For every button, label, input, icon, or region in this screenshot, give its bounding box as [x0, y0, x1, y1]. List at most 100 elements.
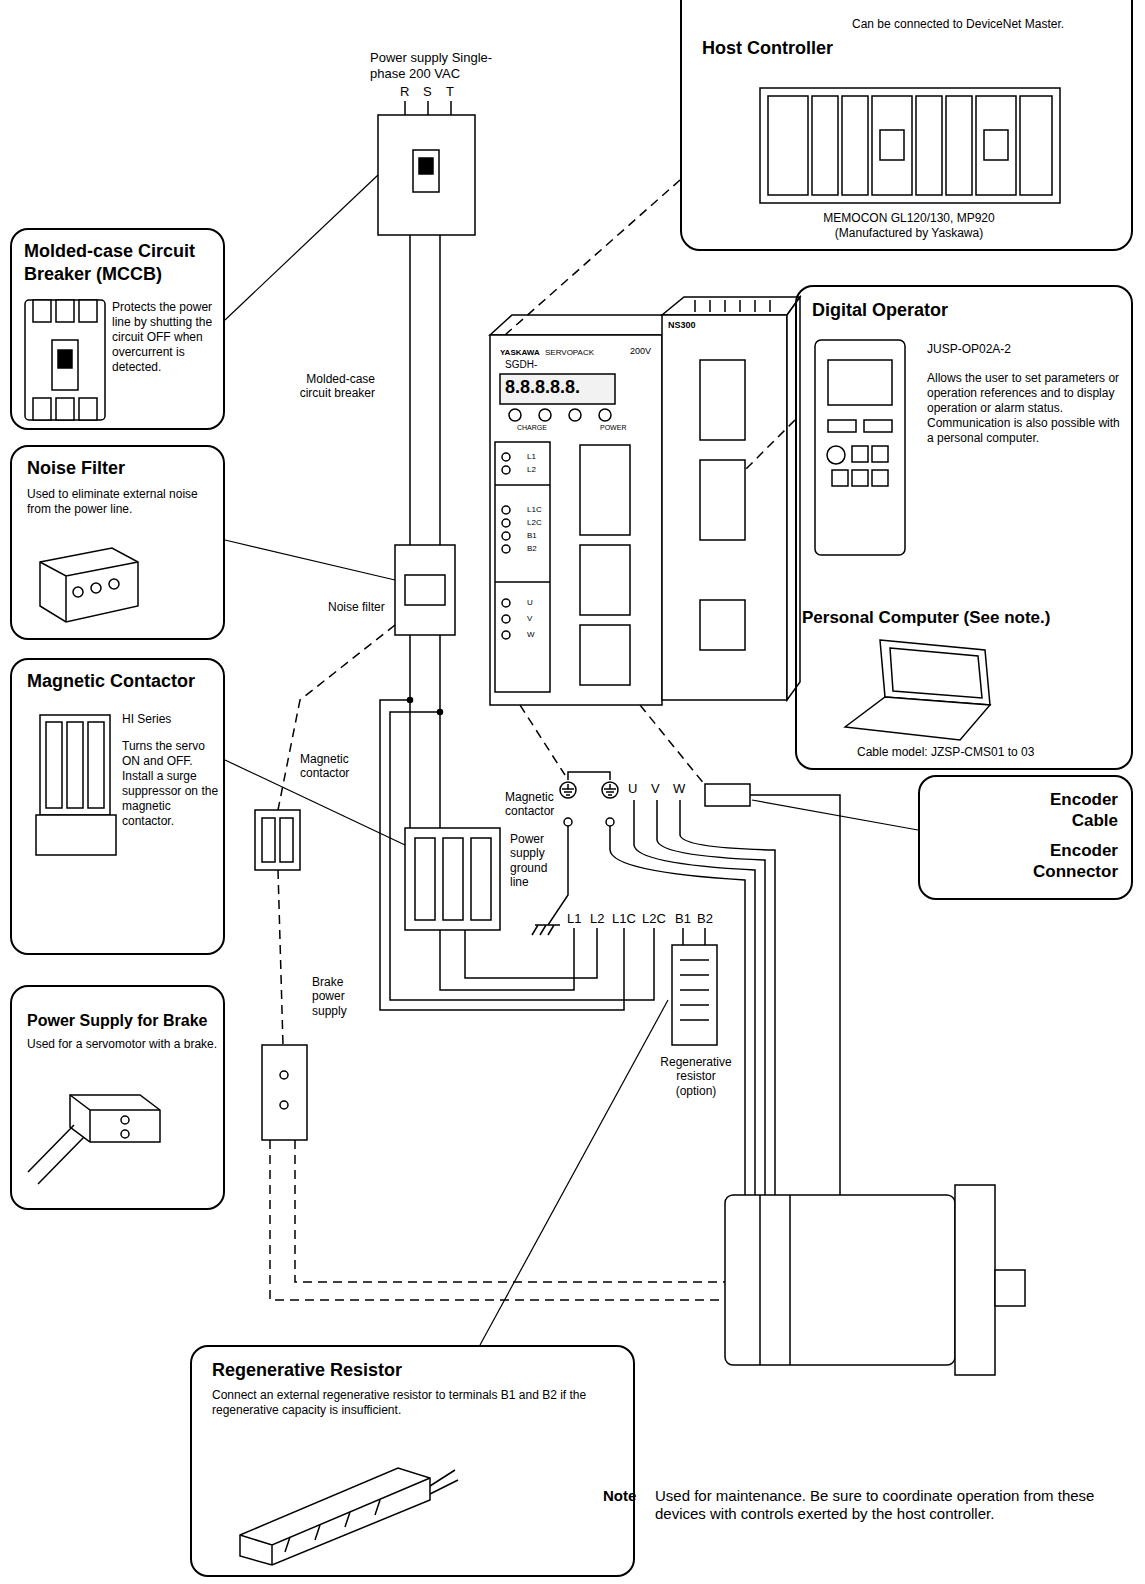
callout-picture: [40, 715, 110, 815]
servopack: [569, 409, 581, 421]
callout-text: Cable model: JZSP-CMS01 to 03: [857, 745, 1122, 760]
part-label: L2: [527, 465, 536, 475]
part-label: YASKAWA: [500, 348, 540, 358]
power-wiring: [602, 782, 618, 798]
callout-picture: [852, 446, 868, 462]
callout-picture: [768, 96, 808, 195]
servopack: [502, 466, 510, 474]
callout-picture: [25, 300, 105, 420]
callout-picture: [70, 1095, 160, 1142]
power-wiring: [443, 838, 463, 920]
power-wiring: [405, 575, 445, 605]
callout-picture: [46, 722, 62, 808]
servopack: [580, 545, 630, 615]
callout-text: Turns the servo ON and OFF. Install a su…: [122, 739, 222, 829]
callout-box: Encoder CableEncoder Connector: [918, 775, 1133, 900]
callout-box: Molded-case Circuit Breaker (MCCB)Protec…: [10, 228, 225, 430]
power-wiring: [562, 784, 574, 795]
power-wiring: [419, 158, 433, 174]
callout-picture: [984, 130, 1008, 160]
power-wiring: [255, 810, 300, 870]
power-wiring: [680, 960, 709, 1020]
part-label: L1: [527, 452, 536, 462]
part-label: B2: [527, 544, 537, 554]
power-wiring: [760, 1195, 790, 1365]
power-wiring: [405, 101, 451, 115]
callout-title: Power Supply for Brake: [27, 1011, 225, 1031]
part-label: SGDH-: [505, 359, 537, 371]
power-wiring: [280, 1101, 288, 1109]
callout-title: Encoder Cable: [1020, 789, 1118, 832]
callout-picture: [73, 587, 83, 597]
power-wiring: [280, 818, 293, 862]
servopack: [580, 445, 630, 535]
callout-text: JUSP-OP02A-2: [927, 342, 1122, 357]
callout-picture: [916, 96, 942, 195]
callout-picture: [880, 640, 990, 705]
callout-picture: [845, 697, 990, 740]
part-label: Noise filter: [328, 600, 385, 614]
part-label: NS300: [668, 320, 696, 331]
power-wiring: [405, 828, 500, 930]
callout-box: Regenerative ResistorConnect an external…: [190, 1345, 635, 1577]
servopack: [599, 409, 611, 421]
callout-picture: [28, 1125, 84, 1184]
part-label: Used for maintenance. Be sure to coordin…: [655, 1487, 1137, 1523]
callout-title: Noise Filter: [27, 457, 222, 480]
part-label: 200V: [630, 346, 651, 357]
dashed-connection: [520, 705, 565, 775]
power-wiring: [955, 1185, 995, 1375]
callout-box: Magnetic Contactor HI SeriesTurns the ser…: [10, 658, 225, 955]
part-label: V: [527, 614, 532, 624]
leader-line: [225, 175, 378, 320]
power-wiring: [471, 838, 491, 920]
part-label: S: [423, 84, 432, 100]
callout-picture: [430, 1470, 458, 1494]
part-label: 8.8.8.8.8.: [505, 377, 580, 399]
callout-title: Digital Operator: [812, 299, 1112, 322]
callout-picture: [121, 1130, 129, 1138]
callout-title: Regenerative Resistor: [212, 1359, 612, 1382]
callout-picture: [812, 96, 838, 195]
power-wiring: [610, 826, 745, 1195]
servopack: [502, 599, 510, 607]
callout-title: Magnetic Contactor: [27, 670, 222, 693]
dashed-connection: [270, 1140, 725, 1300]
part-label: R: [400, 84, 409, 100]
power-wiring: [465, 928, 597, 978]
dashed-connection: [295, 1140, 725, 1282]
callout-picture: [40, 548, 138, 622]
part-label: Note: [603, 1487, 636, 1505]
dashed-connection: [745, 420, 795, 470]
callout-picture: [36, 815, 116, 855]
servopack: [490, 297, 800, 705]
dashed-connection: [278, 625, 395, 810]
part-label: B1: [527, 531, 537, 541]
callout-picture: [121, 1116, 129, 1124]
servopack: [502, 506, 510, 514]
callout-picture: [827, 446, 845, 464]
power-wiring: [657, 800, 765, 1195]
servopack: [700, 360, 745, 440]
servopack: [495, 442, 550, 692]
leader-line: [225, 175, 918, 1345]
callout-picture: [91, 583, 101, 593]
callout-text: HI Series: [122, 712, 222, 727]
power-wiring: [995, 1270, 1025, 1306]
power-wiring: [750, 795, 840, 1195]
callout-picture: [815, 340, 905, 555]
power-wiring: [532, 925, 560, 935]
callout-text: Can be connected to DeviceNet Master.: [852, 17, 1127, 32]
power-wiring: [410, 235, 440, 545]
callout-picture: [56, 398, 74, 420]
part-label: Magnetic contactor: [505, 790, 565, 819]
part-label: L1C: [612, 911, 636, 927]
power-wiring: [725, 1195, 955, 1365]
callout-text: Personal Computer (See note.): [802, 607, 1130, 628]
power-wiring: [255, 101, 1025, 1375]
callout-box: Noise FilterUsed to eliminate external n…: [10, 445, 225, 640]
part-label: L2: [590, 911, 604, 927]
leader-line: [480, 1000, 668, 1345]
part-label: L1C: [527, 505, 542, 515]
callout-picture: [828, 360, 892, 405]
